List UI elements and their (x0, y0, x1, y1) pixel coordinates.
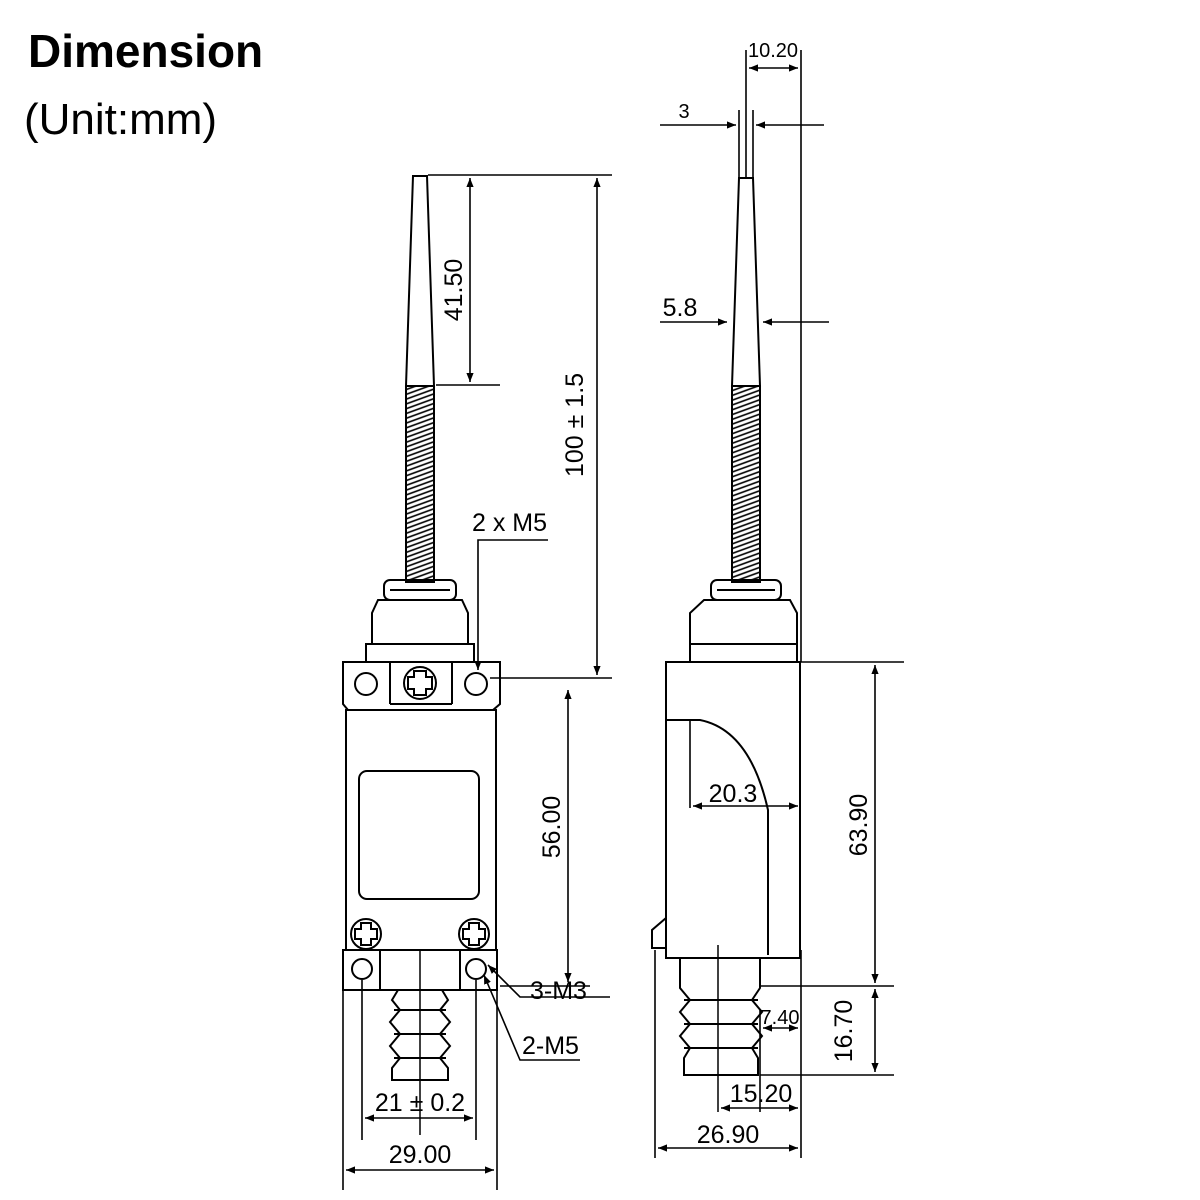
side-cap (689, 599, 798, 645)
label-bottom-holes: 2-M5 (522, 1032, 579, 1060)
side-spring (731, 385, 761, 583)
front-hole-bottom-left (351, 958, 373, 980)
front-hole-bottom-right (465, 958, 487, 980)
unit-subtitle: (Unit:mm) (24, 95, 218, 144)
front-screw-top (403, 666, 437, 700)
label-top-offset: 10.20 (748, 40, 798, 62)
side-rod-tip (730, 177, 762, 387)
label-body-depth: 26.90 (697, 1121, 760, 1149)
label-top-holes: 2 x M5 (472, 509, 547, 537)
side-dimensions (654, 50, 904, 1158)
front-spring-outline (405, 385, 435, 583)
leader-top-holes (474, 539, 548, 670)
front-hole-top-left (354, 672, 378, 696)
label-bottom-screws: 3-M3 (530, 977, 587, 1005)
front-hole-top-right (464, 672, 488, 696)
label-cover-radius: 20.3 (709, 780, 758, 808)
front-cap (371, 599, 469, 645)
front-screw-bottom-left-cross (354, 922, 378, 946)
side-tab (651, 917, 667, 949)
front-head-plate (342, 661, 501, 711)
side-view (651, 177, 801, 1112)
side-body (665, 661, 801, 959)
label-plunger-width: 7.40 (761, 1007, 800, 1029)
front-window (358, 770, 480, 900)
label-plunger-offset: 15.20 (730, 1080, 793, 1108)
front-screw-bottom-right-cross (462, 922, 486, 946)
side-spring-outline (731, 385, 761, 583)
label-body-width: 29.00 (389, 1141, 452, 1169)
leader-bottom-holes (483, 974, 580, 1061)
front-screw-top-cross (407, 670, 433, 696)
label-body-height-side: 63.90 (845, 794, 873, 857)
label-body-height-front: 56.00 (538, 796, 566, 859)
label-rod-total-length: 100 ± 1.5 (561, 373, 589, 477)
label-rod-diameter: 5.8 (663, 294, 698, 322)
front-cap-base (365, 643, 475, 663)
label-plunger-height: 16.70 (830, 1000, 858, 1063)
front-spring (405, 385, 435, 583)
page-title: Dimension (28, 25, 264, 77)
label-hole-spacing: 21 ± 0.2 (375, 1089, 465, 1117)
label-tip-diameter: 3 (678, 101, 689, 123)
leader-bottom-screws (487, 964, 610, 998)
front-view (342, 175, 501, 1135)
front-body (345, 709, 497, 951)
front-rod-tip (404, 175, 436, 387)
front-dimensions (342, 174, 612, 1190)
side-cover-arc (666, 719, 769, 955)
label-rod-tip-length: 41.50 (440, 259, 468, 322)
side-plunger-boot (678, 957, 764, 1076)
